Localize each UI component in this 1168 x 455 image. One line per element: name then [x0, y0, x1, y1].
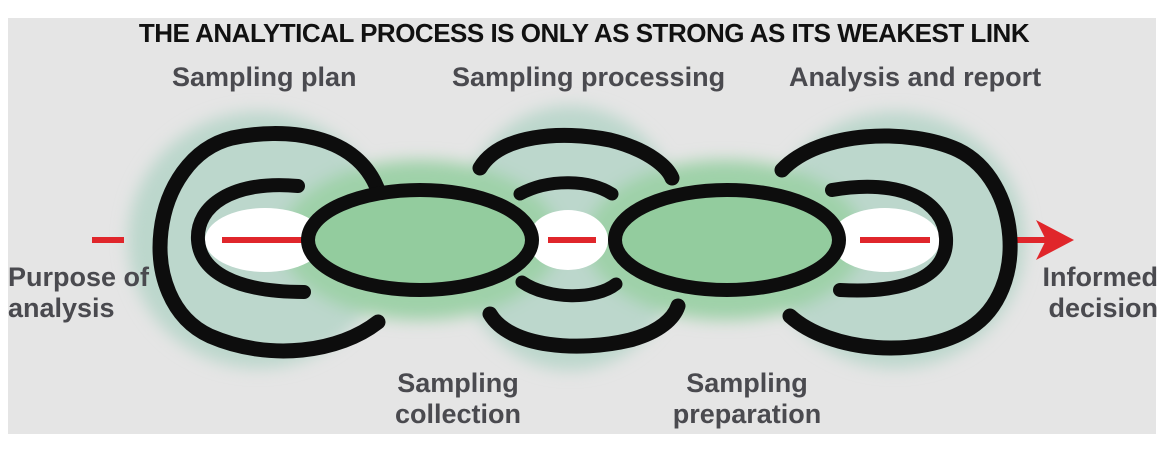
link-2-bottom	[482, 298, 686, 354]
green-links	[301, 183, 846, 297]
link-3-inner	[825, 179, 954, 298]
label-informed-decision: Informed decision	[1042, 262, 1158, 324]
oval-sampling-preparation	[608, 183, 846, 297]
label-purpose-line2: analysis	[8, 293, 115, 323]
label-sampling-preparation: Sampling preparation	[662, 368, 832, 430]
link-2-bottom-inner	[515, 275, 623, 303]
link-1-inner	[190, 178, 311, 299]
label-purpose-line1: Purpose of	[8, 262, 150, 292]
label-sampling-collection: Sampling collection	[360, 368, 556, 430]
chain-links	[152, 126, 1018, 359]
arrow-head	[1036, 220, 1074, 260]
label-informed-line2: decision	[1048, 293, 1158, 323]
label-purpose-of-analysis: Purpose of analysis	[8, 262, 149, 324]
link-2-top	[472, 127, 680, 186]
label-informed-line1: Informed	[1042, 262, 1158, 292]
label-preparation-line2: preparation	[672, 399, 822, 429]
label-collection-line2: collection	[394, 399, 522, 429]
diagram-title: THE ANALYTICAL PROCESS IS ONLY AS STRONG…	[138, 18, 1030, 48]
label-analysis-and-report: Analysis and report	[789, 62, 1042, 92]
label-sampling-plan: Sampling plan	[172, 62, 357, 92]
link-3-outer	[774, 128, 1018, 356]
link-1-outer	[152, 126, 388, 359]
label-preparation-line1: Sampling	[686, 368, 808, 398]
label-collection-line1: Sampling	[397, 368, 519, 398]
link-2-top-inner	[513, 176, 619, 201]
label-sampling-processing: Sampling processing	[452, 62, 726, 92]
oval-sampling-collection	[301, 183, 539, 297]
